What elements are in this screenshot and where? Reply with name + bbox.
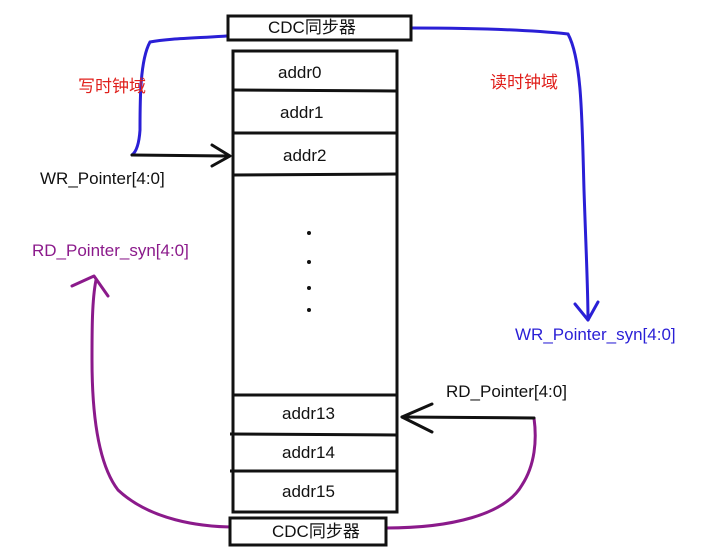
read-domain-label: 读时钟域 <box>490 73 558 92</box>
ellipsis-dot <box>307 308 311 312</box>
row-divider <box>229 432 398 437</box>
cdc-bottom-label: CDC同步器 <box>272 522 360 541</box>
wr-sync-path-right <box>410 26 590 322</box>
rd-sync-path-right <box>384 416 537 530</box>
ellipsis-dot <box>307 231 311 235</box>
rd-pointer-syn-label: RD_Pointer_syn[4:0] <box>32 241 189 260</box>
wr-pointer-arrow-line <box>130 153 230 158</box>
memory-row-label: addr15 <box>282 482 335 501</box>
memory-row-label: addr14 <box>282 443 335 462</box>
ellipsis-dot <box>307 260 311 264</box>
wr-pointer-syn-label: WR_Pointer_syn[4:0] <box>515 325 676 344</box>
row-divider <box>232 172 398 177</box>
rd-sync-path-left <box>90 278 237 529</box>
rd-pointer-label: RD_Pointer[4:0] <box>446 382 567 401</box>
cdc-top-box <box>226 14 413 42</box>
rd-pointer-arrowhead <box>400 402 434 434</box>
memory-row-label: addr2 <box>283 146 327 165</box>
write-domain-label: 写时钟域 <box>78 77 146 96</box>
ellipsis-dot <box>307 286 311 290</box>
wr-pointer-label: WR_Pointer[4:0] <box>40 169 165 188</box>
wr-sync-path <box>130 33 242 157</box>
memory-row-label: addr0 <box>278 63 322 82</box>
memory-row-label: addr13 <box>282 404 335 423</box>
cdc-bottom-box <box>228 516 388 547</box>
memory-array <box>231 49 399 514</box>
row-divider <box>232 88 398 93</box>
rd-sync-arrowhead <box>70 274 110 298</box>
memory-row-label: addr1 <box>280 103 324 122</box>
cdc-top-label: CDC同步器 <box>268 18 356 37</box>
wr-pointer-arrowhead <box>210 143 232 168</box>
rd-pointer-arrow-line <box>400 415 536 420</box>
wr-sync-arrowhead <box>573 300 600 322</box>
